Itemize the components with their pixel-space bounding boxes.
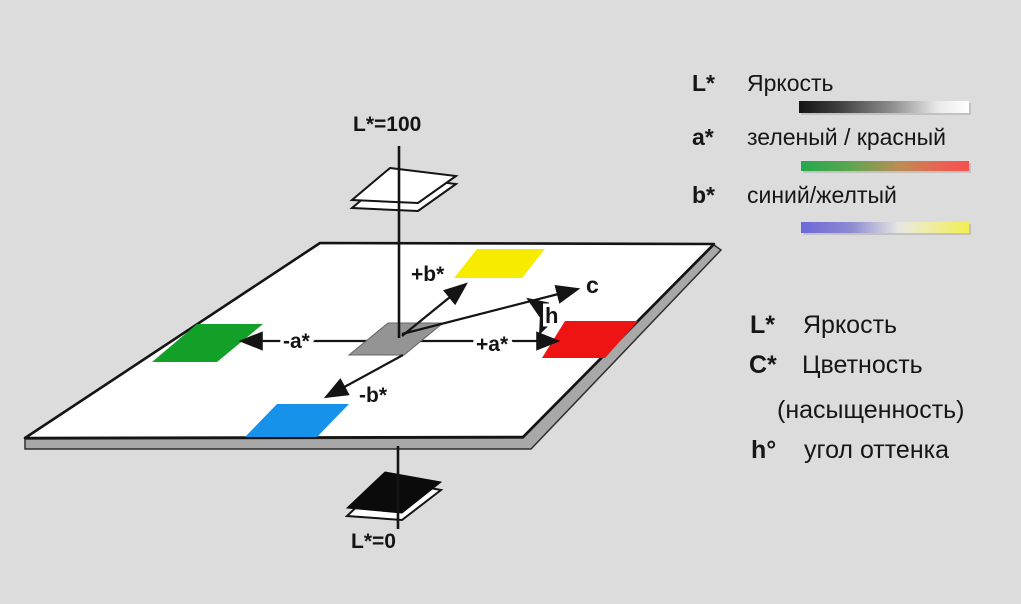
legend-row-a-axis: a* зеленый / красный [692,125,946,149]
chroma-text: Цветность [802,351,923,379]
saturation-text: (насыщенность) [777,396,965,424]
gray-center-square [347,322,445,356]
b-plus-arrow [401,282,468,337]
legend-row-l: L* Яркость [750,311,898,339]
black-tile-top [345,471,443,514]
lightness-text: Яркость [747,70,834,96]
b-minus-arrow [323,354,404,399]
lightness-gradient-bar [799,101,969,113]
legend-row-saturation: (насыщенность) [777,396,965,424]
l-star-symbol: L* [692,70,715,96]
lightness-text-2: Яркость [803,311,898,339]
white-tile-top [349,166,459,205]
hue-label: h [545,303,558,328]
minus-a-label: -a* [283,330,311,353]
plus-b-label: +b* [411,263,445,286]
a-star-symbol: a* [692,124,714,150]
legend-row-lightness: L* Яркость [692,71,834,95]
h-degree-symbol: h° [751,436,777,464]
hue-angle-text: угол оттенка [804,436,950,464]
blue-yellow-gradient-bar [801,222,969,233]
hue-angle-arc [526,297,557,336]
plus-a-label: +a* [476,333,509,356]
green-red-text: зеленый / красный [747,124,947,150]
minus-b-label: -b* [359,384,388,407]
green-red-gradient-bar [801,161,969,171]
l100-label: L*=100 [353,113,421,136]
legend-row-h: h° угол оттенка [751,436,950,464]
red-square [542,321,638,358]
yellow-square [454,249,545,278]
l-star-symbol-2: L* [750,311,775,339]
chroma-label: c [586,272,599,298]
c-star-symbol: C* [749,351,777,379]
legend-row-b-axis: b* синий/желтый [692,183,897,207]
legend-row-c: C* Цветность [749,351,923,379]
chroma-arrow [401,285,581,336]
blue-yellow-text: синий/желтый [747,182,897,208]
b-star-symbol: b* [692,182,715,208]
green-square [152,324,263,362]
blue-square [245,404,349,437]
l0-label: L*=0 [351,530,396,553]
